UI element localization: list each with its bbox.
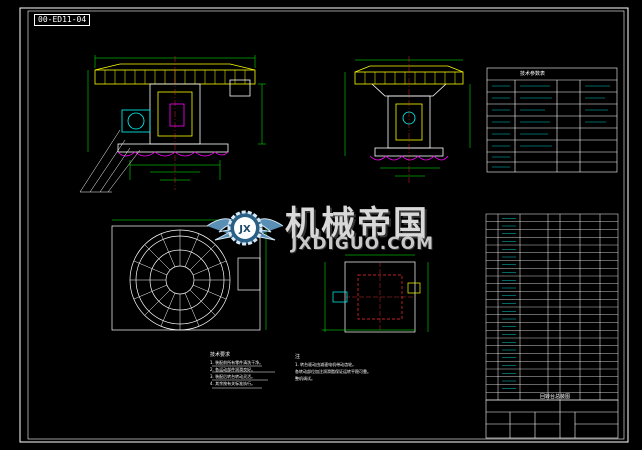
- notes-left-block: [212, 365, 275, 389]
- notes-right-heading: 注: [295, 354, 301, 360]
- title-block: [485, 399, 619, 439]
- notes-left-line: 3. 装配后转台转动灵活。: [210, 374, 256, 379]
- gear-wings-icon: JX: [206, 210, 284, 246]
- notes-left: 技术要求 1. 装配前所有零件清洗干净。 2. 各运动部件润滑良好。 3. 装配…: [210, 352, 310, 387]
- spec-table: [486, 67, 618, 173]
- notes-right: 注 1. 转台驱动由减速电机带动齿轮。 各转动部位加注润滑脂保证运转平稳可靠。 …: [295, 354, 435, 382]
- foundation-detail-view: [322, 254, 429, 333]
- notes-left-line: 4. 其余按有关标准执行。: [210, 381, 256, 386]
- notes-left-line: 1. 装配前所有零件清洗干净。: [210, 360, 264, 365]
- notes-left-heading: 技术要求: [210, 352, 231, 358]
- base-plate: [117, 143, 229, 153]
- notes-right-line: 整机调试。: [295, 376, 315, 381]
- logo-letters: JX: [238, 224, 251, 235]
- drawing-code-tag: 00-ED11-04: [34, 14, 91, 26]
- front-elevation-view: [79, 55, 266, 193]
- watermark-logo: JX 机械帝国 JXDIGUO.COM: [205, 196, 475, 260]
- notes-left-line: 2. 各运动部件润滑良好。: [210, 367, 256, 372]
- inner-frame: [27, 10, 625, 440]
- drive-motor: [121, 109, 151, 133]
- watermark-domain: JXDIGUO.COM: [291, 234, 435, 254]
- notes-right-line: 各转动部位加注润滑脂保证运转平稳可靠。: [295, 369, 371, 374]
- notes-right-line: 1. 转台驱动由减速电机带动齿轮。: [295, 362, 357, 367]
- side-elevation-view: [344, 56, 471, 185]
- outer-frame: [19, 7, 629, 443]
- spec-table-title: 技术参数表: [520, 71, 546, 77]
- watermark-title: 机械帝国: [285, 204, 429, 244]
- title-block-name: 回转台总装图: [540, 393, 570, 400]
